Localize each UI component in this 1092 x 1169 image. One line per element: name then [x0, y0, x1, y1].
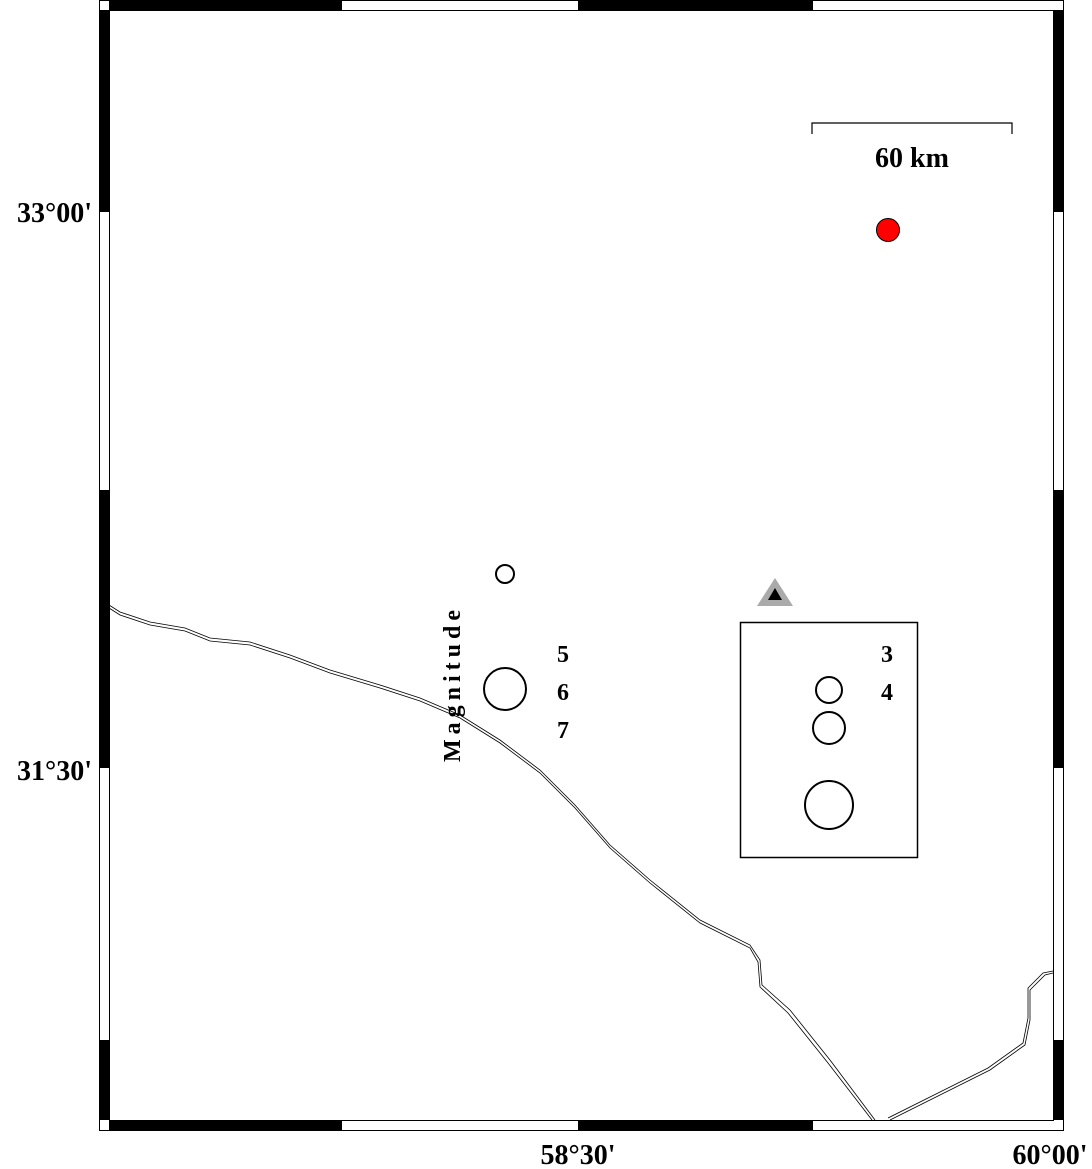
legend-circle-4	[812, 711, 846, 745]
frame-ticks	[99, 0, 1063, 1130]
magnitude-legend-value: 7	[557, 718, 569, 744]
coastline	[108, 604, 1054, 1121]
legend-box	[739, 621, 919, 859]
magnitude-symbol-small	[495, 564, 515, 584]
magnitude-legend-title: Magnitude	[440, 605, 466, 762]
legend-circle-5	[804, 780, 854, 830]
scale-bar-label: 60 km	[875, 143, 949, 174]
scale-bar	[811, 122, 1013, 134]
x-axis-label: 60°00'	[1013, 1140, 1088, 1169]
magnitude-legend-value: 6	[557, 680, 569, 706]
y-axis-label: 33°00'	[17, 198, 92, 229]
magnitude-legend-value: 5	[557, 642, 569, 668]
map-frame-inner	[109, 10, 1054, 1121]
x-axis-label: 58°30'	[541, 1140, 616, 1169]
box-legend-value: 4	[881, 680, 893, 706]
magnitude-symbol-large	[483, 667, 527, 711]
legend-circle-3	[815, 676, 843, 704]
epicenter-marker[interactable]	[876, 218, 900, 242]
y-axis-label: 31°30'	[17, 756, 92, 787]
box-legend-value: 3	[881, 642, 893, 668]
station-inner-triangle-icon	[768, 588, 782, 600]
